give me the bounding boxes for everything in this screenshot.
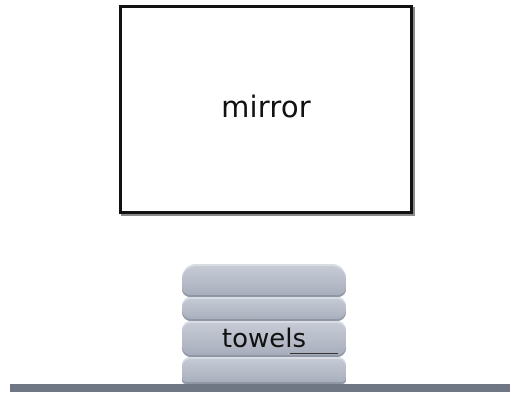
towel-second	[182, 297, 346, 321]
towel-top	[182, 264, 346, 297]
mirror-frame: mirror	[119, 5, 413, 214]
shelf	[10, 384, 510, 392]
towel-stack: towels	[182, 264, 346, 384]
towel-edge-line	[290, 353, 338, 354]
towels-label: towels	[182, 324, 346, 354]
towel-bottom	[182, 357, 346, 384]
mirror-label: mirror	[221, 90, 311, 124]
